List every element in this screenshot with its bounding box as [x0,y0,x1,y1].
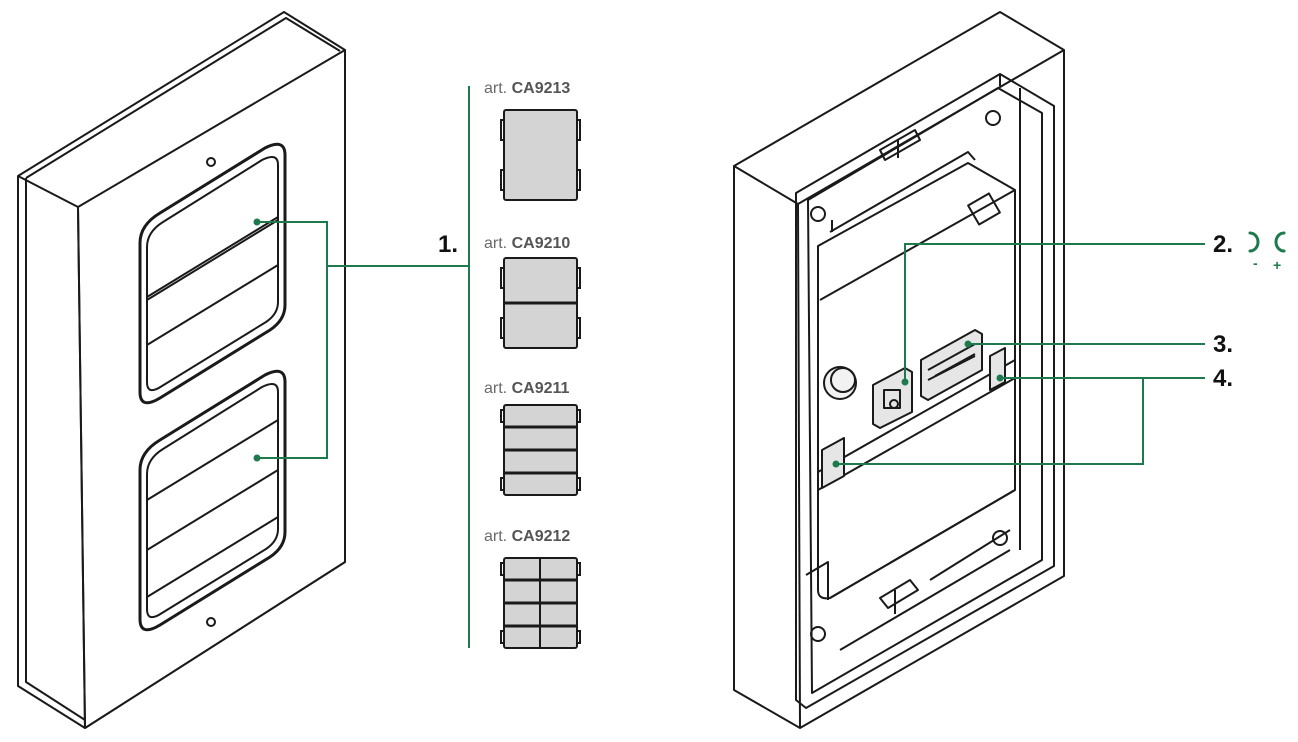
bus-terminal-icon [1248,231,1286,253]
callout-2-dot [901,378,909,386]
module-label-ca9210: art. CA9210 [484,235,570,252]
rear-housing-device [733,11,1065,729]
callout-1-label: 1. [438,231,458,258]
screw-hole-top [206,157,216,167]
terminal-strip [920,329,983,401]
callout-4-dot-lower [832,460,840,468]
lower-button-module [138,369,287,632]
callout-1-dot-upper [253,218,261,226]
callout-1-leader [257,86,470,648]
module-ca9211 [500,404,581,496]
callout-4-dot-upper [996,374,1004,382]
callout-leaders-right [836,243,1205,465]
front-panel-device [17,11,346,729]
module-ca9210 [500,257,581,349]
upper-button-module [138,142,287,405]
module-label-ca9211: art. CA9211 [484,380,570,397]
polarity-plus: + [1273,257,1281,273]
module-variants: art. CA9213 art. CA9210 art. CA9211 art.… [484,80,581,649]
module-label-ca9212: art. CA9212 [484,528,570,545]
module-ca9213 [500,109,581,201]
module-ca9212 [500,557,581,649]
callout-1-dot-lower [253,454,261,462]
module-label-ca9213: art. CA9213 [484,80,570,97]
callout-4-label: 4. [1213,365,1233,392]
callout-2-label: 2. [1213,231,1233,258]
callout-3-dot [964,340,972,348]
polarity-minus: - [1253,255,1258,271]
connector-right [989,347,1006,391]
callout-3-label: 3. [1213,331,1233,358]
screw-hole-bottom [206,617,216,627]
